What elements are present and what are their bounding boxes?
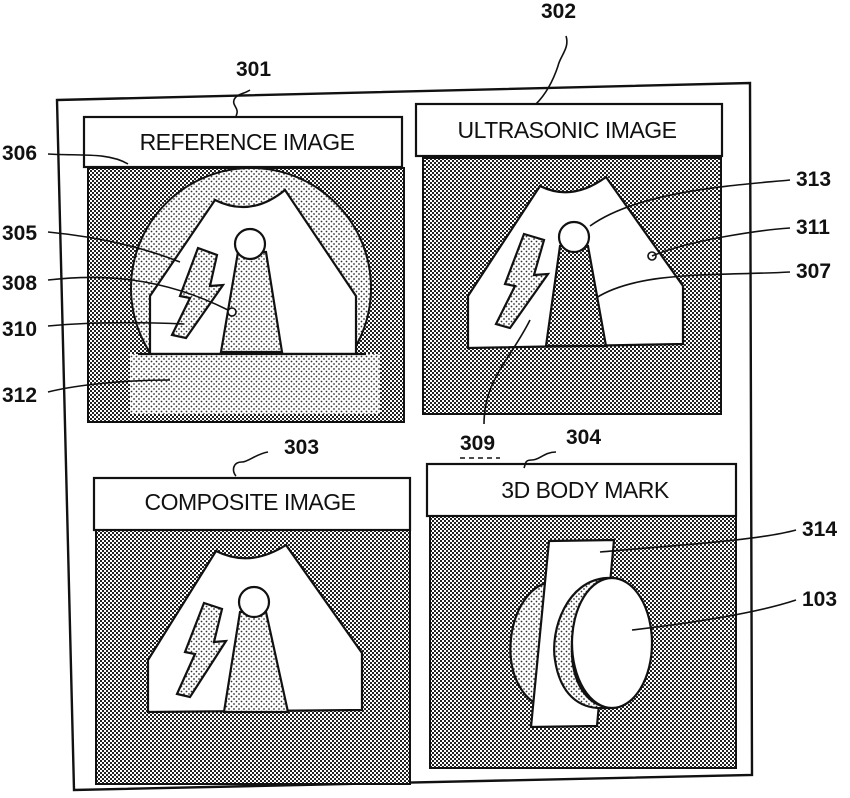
- reference-point-308: [228, 308, 236, 316]
- ultrasonic-sphere: [559, 222, 589, 252]
- composite-image-panel: COMPOSITE IMAGE: [94, 478, 410, 784]
- body-mark-cylinder-face: [572, 578, 652, 708]
- label-310: 310: [2, 318, 37, 341]
- reference-image-panel: REFERENCE IMAGE: [84, 117, 404, 422]
- label-313: 313: [796, 168, 831, 191]
- label-103: 103: [802, 588, 837, 611]
- label-312: 312: [2, 384, 37, 407]
- composite-sphere: [239, 587, 269, 617]
- reference-sphere: [235, 229, 265, 259]
- label-302: 302: [541, 0, 576, 23]
- reference-image-title: REFERENCE IMAGE: [140, 129, 355, 155]
- label-301: 301: [236, 58, 271, 81]
- label-309: 309: [460, 432, 495, 455]
- label-306: 306: [2, 142, 37, 165]
- label-303: 303: [284, 436, 319, 459]
- label-311: 311: [796, 216, 830, 239]
- ultrasonic-image-panel: ULTRASONIC IMAGE: [416, 104, 722, 414]
- composite-image-title: COMPOSITE IMAGE: [144, 489, 355, 515]
- body-mark-title: 3D BODY MARK: [501, 477, 670, 503]
- reference-lower-band: [130, 354, 380, 414]
- label-307: 307: [796, 260, 831, 283]
- label-314: 314: [802, 518, 837, 541]
- body-mark-panel: 3D BODY MARK: [427, 464, 736, 768]
- label-308: 308: [2, 272, 37, 295]
- label-304: 304: [566, 426, 601, 449]
- label-305: 305: [2, 222, 37, 245]
- ultrasonic-image-title: ULTRASONIC IMAGE: [457, 117, 676, 143]
